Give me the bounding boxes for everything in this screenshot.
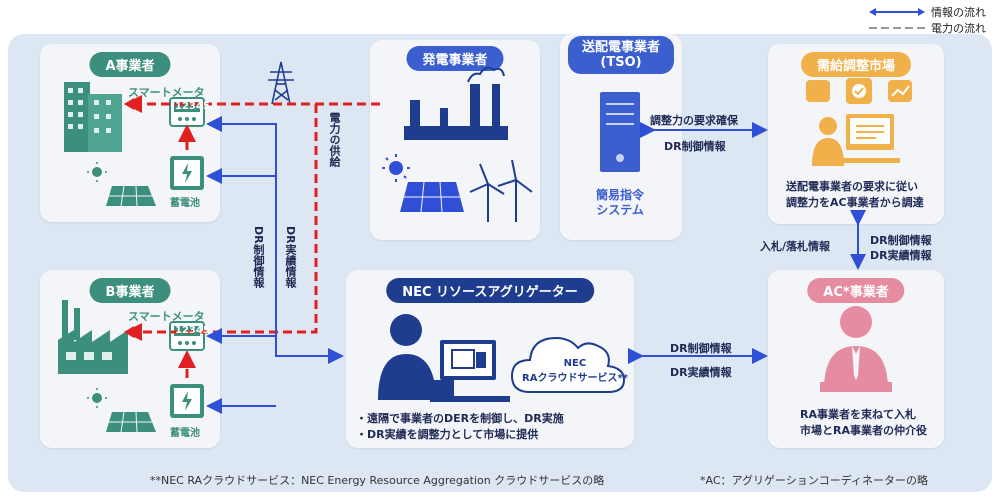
market-ac-label-1: DR制御情報 <box>870 232 932 248</box>
cloud-label-line2: RAクラウドサービス** <box>522 373 628 384</box>
factory-icon <box>58 300 128 374</box>
transmission-tower-icon <box>268 62 294 104</box>
company-a-meter-number: 12345 <box>175 101 210 112</box>
cloud-label: NEC RAクラウドサービス** <box>522 358 628 384</box>
aggregator-desc-line2: ・DR実績を調整力として市場に提供 <box>356 426 538 442</box>
operator-icon <box>812 114 900 166</box>
tso-system-line1: 簡易指令 <box>596 188 644 202</box>
ac-desc-line1: RA事業者を束ねて入札 <box>800 406 916 422</box>
tso-market-label-1: 調整力の要求確保 <box>650 112 738 128</box>
building-icon <box>64 82 122 152</box>
solar-panel-icon <box>106 186 156 206</box>
market-icons <box>806 78 912 104</box>
company-a-battery-label: 蓄電池 <box>170 194 200 209</box>
aggregator-desc-line1: ・遠隔で事業者のDERを制御し、DR実施 <box>356 410 564 426</box>
market-desc-line2: 調整力をAC事業者から調達 <box>786 194 924 210</box>
company-b-meter-number: 12345 <box>175 325 210 336</box>
cloud-label-line1: NEC <box>564 358 587 369</box>
ac-desc-line2: 市場とRA事業者の仲介役 <box>800 422 927 438</box>
dr-control-vertical-label: DR制御情報 <box>250 226 266 288</box>
market-ac-label-2: DR実績情報 <box>870 247 932 263</box>
operator-icon <box>378 314 510 402</box>
tso-system-label: 簡易指令 システム <box>596 188 644 218</box>
sun-icon <box>87 162 107 182</box>
company-b-battery-label: 蓄電池 <box>170 424 200 439</box>
dr-results-vertical-label: DR実績情報 <box>282 226 298 288</box>
wind-turbine-icon <box>470 160 532 222</box>
solar-panel-icon <box>106 412 156 432</box>
company-b-meter-label: スマートメータ <box>128 308 205 324</box>
agg-ac-label-2: DR実績情報 <box>670 364 732 380</box>
tso-market-label-2: DR制御情報 <box>664 138 726 154</box>
sun-icon <box>87 388 107 408</box>
tso-system-line2: システム <box>596 203 644 217</box>
solar-panel-icon <box>400 182 464 212</box>
footnote-ra-cloud: **NEC RAクラウドサービス：NEC Energy Resource Agg… <box>150 472 604 488</box>
footnote-ac: *AC：アグリゲーションコーディネーターの略 <box>700 472 928 488</box>
factory-smokestack-icon <box>404 68 508 140</box>
market-desc-line1: 送配電事業者の要求に従い <box>786 178 918 194</box>
ac-person-icon <box>820 306 892 392</box>
power-supply-label: 電力の供給 <box>326 112 342 167</box>
battery-icon <box>170 156 204 190</box>
bid-label: 入札/落札情報 <box>760 238 830 254</box>
company-a-meter-label: スマートメータ <box>128 84 205 100</box>
battery-icon <box>170 384 204 418</box>
server-icon <box>600 92 640 172</box>
sun-icon <box>382 154 410 182</box>
agg-ac-label-1: DR制御情報 <box>670 340 732 356</box>
